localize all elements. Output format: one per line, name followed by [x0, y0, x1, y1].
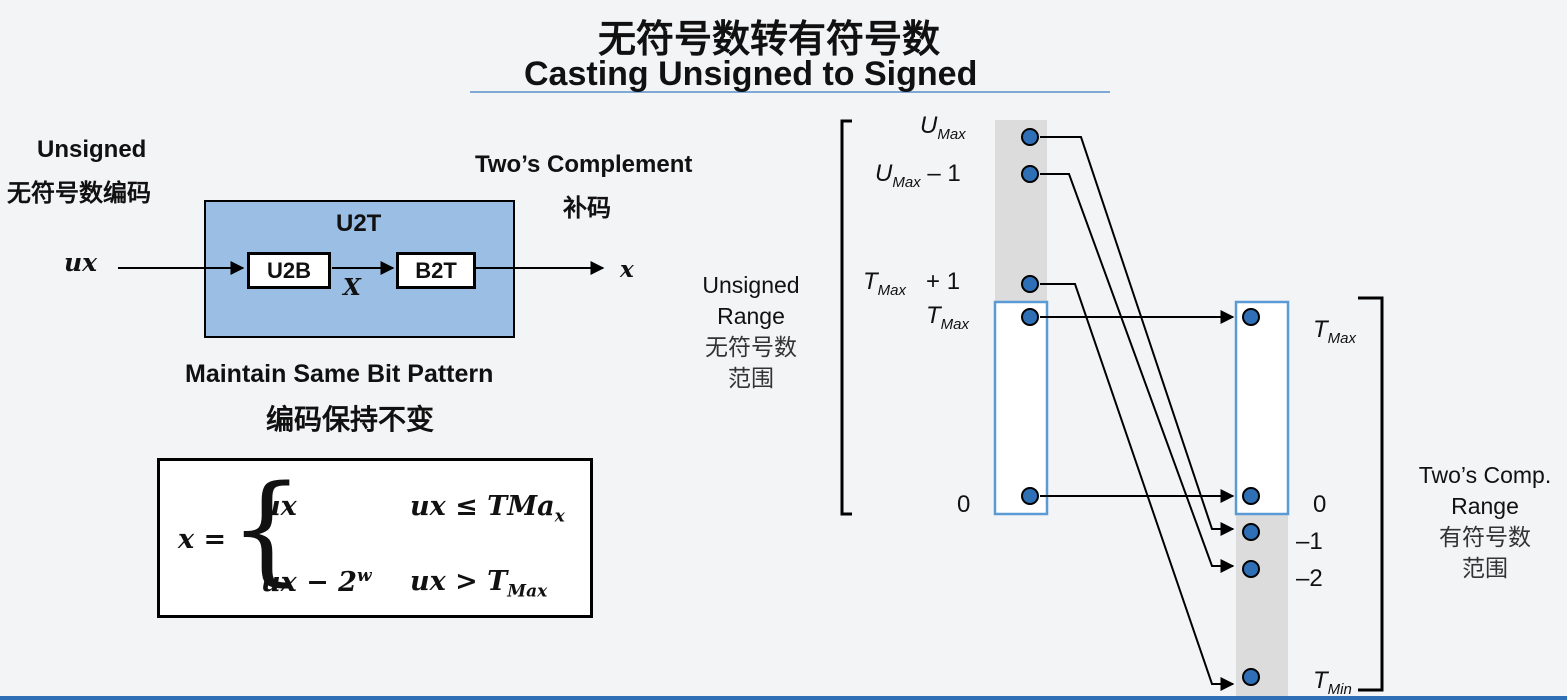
label-tmax-plus1-suffix: + 1 [906, 268, 961, 295]
formula-case2-expr-sup: w [356, 566, 372, 586]
label-tmax-plus1: TMax + 1 [863, 268, 960, 299]
twos-complement-label-cn: 补码 [563, 195, 611, 222]
label-tmin: TMin [1313, 667, 1352, 698]
unsigned-label-cn: 无符号数编码 [7, 180, 151, 207]
title-english: Casting Unsigned to Signed [524, 55, 978, 93]
label-umax-minus1-sub: Max [892, 173, 921, 191]
label-umax-sub: Max [937, 125, 966, 143]
map-tmax-plus1-to-tmin [1040, 283, 1235, 691]
output-var-x: x [620, 256, 634, 283]
title-chinese: 无符号数转有符号数 [598, 19, 941, 61]
unsigned-range-bracket [840, 119, 852, 516]
map-umax-to-minus1 [1040, 136, 1235, 536]
u2t-label: U2T [336, 210, 382, 237]
label-umax-minus1-suffix: – 1 [920, 160, 961, 187]
label-umax-minus1: UMax – 1 [875, 160, 961, 191]
unsigned-range-label: Unsigned Range 无符号数 范围 [696, 270, 806, 394]
dot-tmin [1242, 668, 1260, 686]
dot-zero-left [1021, 487, 1039, 505]
unsigned-upper-shade [995, 120, 1047, 302]
formula-brace: { [229, 459, 305, 597]
maintain-label-cn: 编码保持不变 [266, 404, 435, 435]
formula-case2-cond-prefix: ux > T [410, 566, 508, 597]
twos-negative-shade [1236, 514, 1288, 700]
label-tmax-left: TMax [926, 302, 969, 333]
dot-tmax-right [1242, 308, 1260, 326]
formula-case1-cond-sub: x [554, 506, 565, 527]
twos-range-cn-1: 有符号数 [1439, 524, 1531, 550]
input-var-ux: ux [64, 248, 98, 277]
unsigned-range-en-1: Unsigned [702, 272, 800, 298]
label-minus1: –1 [1296, 528, 1323, 555]
formula-case1-cond: ux ≤ TMax [410, 491, 565, 526]
formula-box: x = { ux ux ≤ TMax ux − 2w ux > TMax [157, 458, 593, 618]
label-tmax-left-base: T [926, 302, 941, 329]
label-umax-minus1-base: U [875, 160, 893, 187]
maintain-label: Maintain Same Bit Pattern [185, 360, 494, 388]
dot-tmax-plus1 [1021, 275, 1039, 293]
formula-lhs: x = [178, 524, 227, 555]
twos-range-en-1: Two’s Comp. [1418, 462, 1552, 488]
dot-minus1 [1242, 523, 1260, 541]
label-tmin-sub: Min [1327, 680, 1352, 698]
label-tmax-right: TMax [1313, 316, 1356, 347]
twos-positive-range-box [1234, 300, 1290, 516]
map-umax-minus1-to-minus2 [1040, 173, 1235, 573]
b2t-box: B2T [396, 252, 476, 289]
label-zero-right: 0 [1313, 491, 1327, 518]
label-tmax-right-sub: Max [1327, 329, 1357, 347]
bottom-accent-bar [0, 696, 1567, 700]
formula-case2-cond: ux > TMax [410, 566, 547, 601]
unsigned-label: Unsigned [37, 136, 147, 163]
label-umax-base: U [920, 112, 938, 139]
dot-zero-right [1242, 487, 1260, 505]
formula-case2-cond-sub: Max [507, 581, 548, 602]
u2b-box: U2B [247, 252, 331, 289]
label-tmax-plus1-sub: Max [877, 281, 907, 299]
dot-umax [1021, 128, 1039, 146]
label-tmax-right-base: T [1313, 316, 1328, 343]
dot-tmax-left [1021, 308, 1039, 326]
formula-case2-expr: ux − 2w [261, 566, 372, 598]
label-tmin-base: T [1313, 667, 1328, 694]
mid-var-x: X [343, 274, 361, 301]
twos-range-label: Two’s Comp. Range 有符号数 范围 [1403, 460, 1567, 584]
label-umax: UMax [920, 112, 966, 143]
formula-case1-cond-prefix: ux ≤ TMa [410, 491, 555, 522]
unsigned-range-cn-2: 范围 [728, 365, 774, 391]
twos-range-cn-2: 范围 [1462, 555, 1508, 581]
twos-range-bracket [1358, 296, 1384, 692]
unsigned-lower-range-box [993, 300, 1049, 516]
label-minus2: –2 [1296, 565, 1323, 592]
label-tmax-plus1-base: T [863, 268, 878, 295]
label-tmax-left-sub: Max [940, 315, 970, 333]
formula-case2-expr-prefix: ux − 2 [261, 567, 357, 598]
unsigned-range-cn-1: 无符号数 [705, 334, 797, 360]
label-zero-left: 0 [957, 491, 971, 518]
twos-range-en-2: Range [1451, 493, 1519, 519]
dot-minus2 [1242, 560, 1260, 578]
formula-case1-expr: ux [261, 491, 297, 522]
dot-umax-minus1 [1021, 165, 1039, 183]
unsigned-range-en-2: Range [717, 303, 785, 329]
twos-complement-label: Two’s Complement [475, 151, 693, 178]
